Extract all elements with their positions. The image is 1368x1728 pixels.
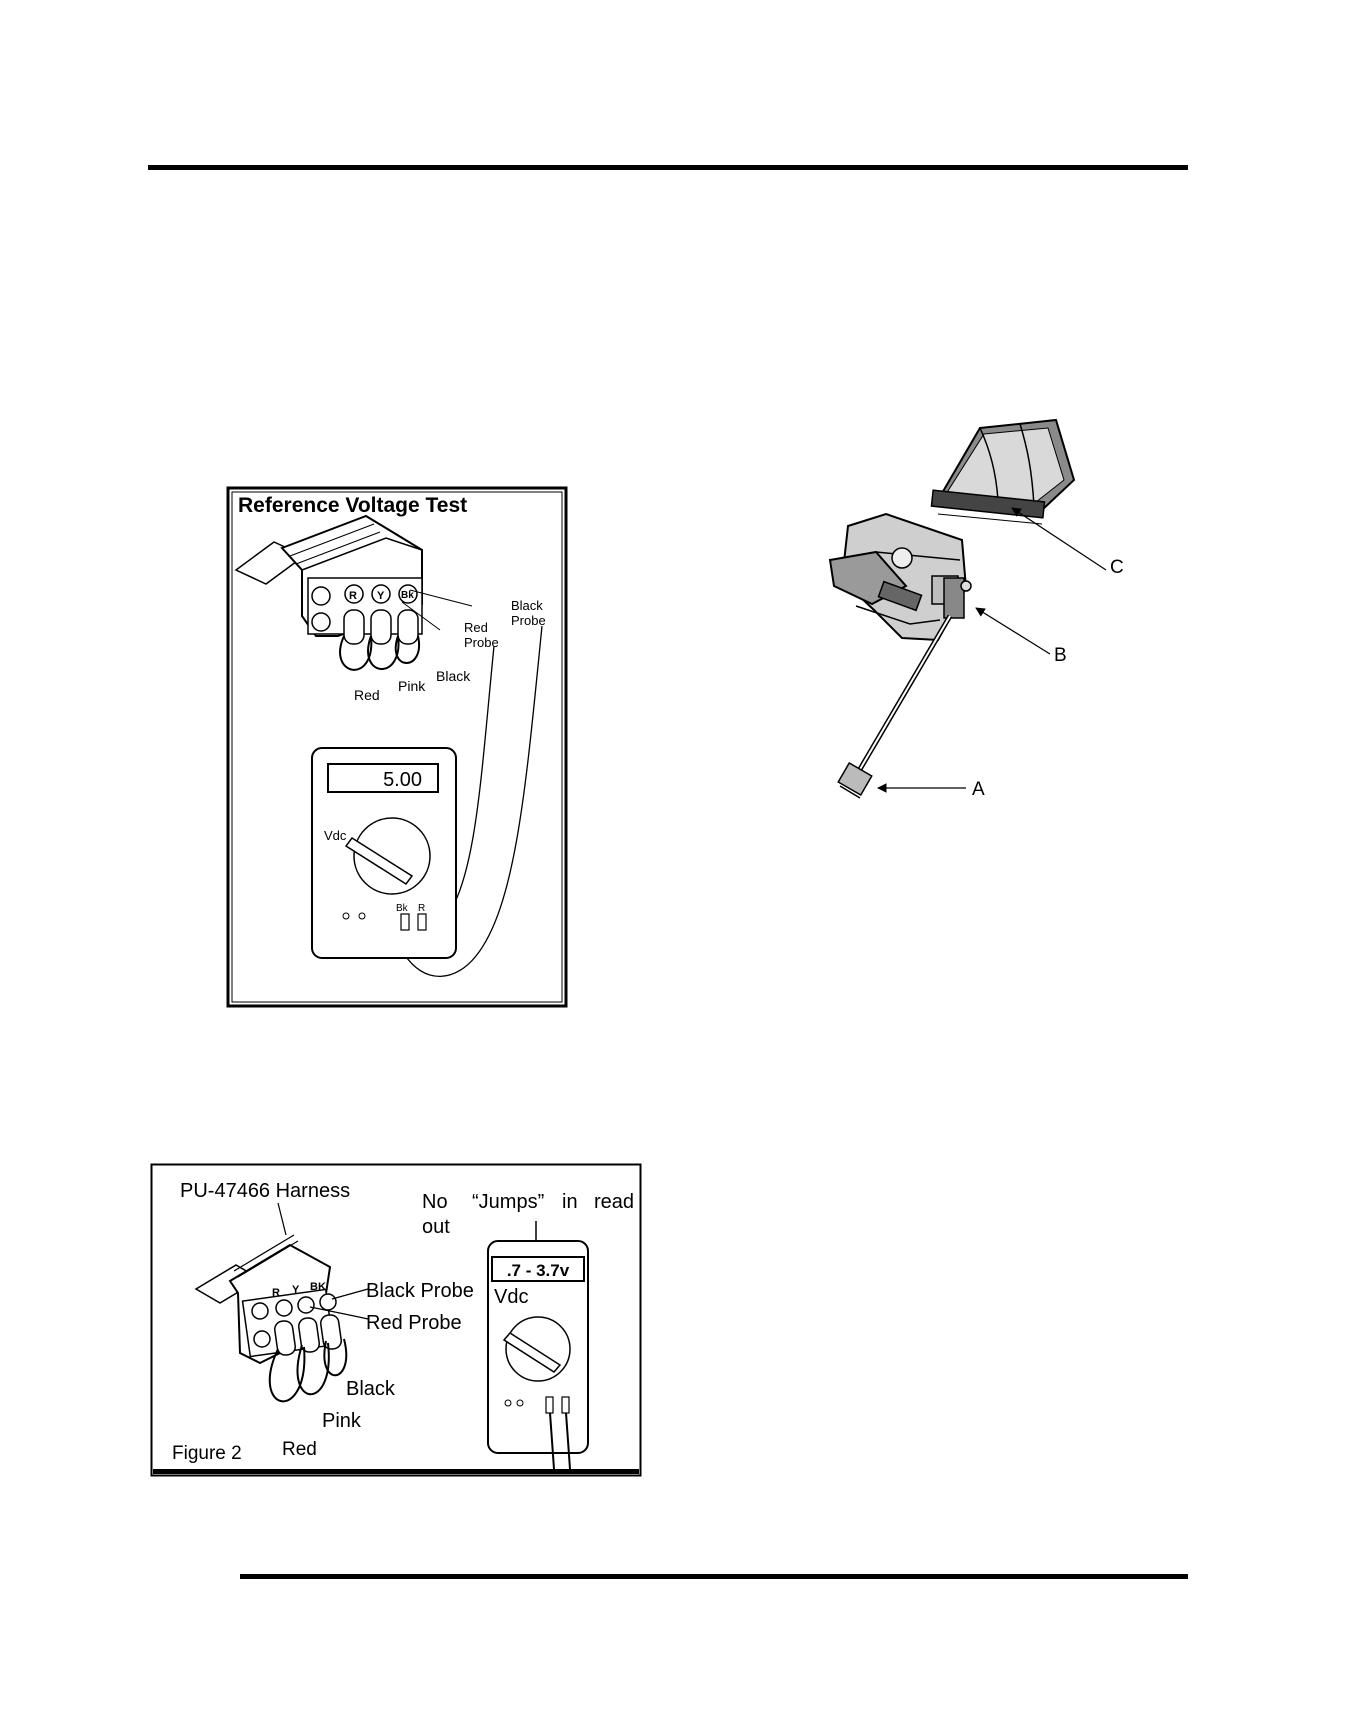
display-range: .7 - 3.7v [507, 1261, 570, 1280]
throttle-position-sensor-part-b [944, 578, 971, 618]
figure-2-harness-test: PU-47466 Harness R Y BK Black Pink Red F… [150, 1163, 642, 1477]
harness-connector-part-a [838, 763, 872, 798]
header-rule [148, 165, 1188, 170]
label-a: A [972, 779, 985, 800]
note-line-2: out [422, 1216, 450, 1238]
display-value: 5.00 [383, 769, 422, 791]
wire-black-label-2: Black [346, 1378, 396, 1400]
black-probe-label: Black Probe [366, 1280, 474, 1302]
black-probe-label-1: Black [511, 598, 543, 613]
figure1-title: Reference Voltage Test [238, 494, 467, 517]
pointer-b [976, 608, 1050, 654]
pin-y-label-2: Y [292, 1284, 300, 1296]
jack-r-label: R [418, 903, 425, 914]
pin-bk-label: Bk [401, 590, 414, 601]
note-word-4: read [594, 1191, 634, 1213]
dial-label-2: Vdc [494, 1286, 528, 1308]
note-word-1: No [422, 1191, 448, 1213]
pointer-c [1012, 508, 1106, 570]
jack-bk-label: Bk [396, 903, 409, 914]
footer-rule [240, 1574, 1188, 1579]
dial-label: Vdc [324, 828, 347, 843]
figure-2-caption: Figure 2 [172, 1443, 242, 1464]
wire-black-label: Black [436, 668, 471, 684]
note-word-2: “Jumps” [472, 1191, 544, 1213]
harness-label: PU-47466 Harness [180, 1180, 350, 1202]
wire-pink-label-2: Pink [322, 1410, 362, 1432]
red-probe-label: Red Probe [366, 1312, 462, 1334]
wire-pink-label: Pink [398, 678, 426, 694]
selector-dial-2 [506, 1317, 570, 1381]
label-c: C [1110, 557, 1124, 578]
reference-voltage-test-figure: Reference Voltage Test R Y Bk Red Pink B… [226, 486, 568, 1008]
wire-red-label-2: Red [282, 1439, 317, 1460]
black-probe-label-2: Probe [511, 613, 546, 628]
note-word-3: in [562, 1191, 578, 1213]
pin-y-label: Y [377, 590, 385, 602]
pin-bk-label-2: BK [310, 1281, 326, 1293]
wire-red-label: Red [354, 687, 380, 703]
pin-r-label: R [349, 590, 357, 602]
throttle-body-figure: C B A [820, 410, 1140, 810]
pin-r-label-2: R [272, 1287, 280, 1299]
red-probe-label-1: Red [464, 620, 488, 635]
intake-boot-part-c [931, 420, 1074, 524]
label-b: B [1054, 645, 1067, 666]
